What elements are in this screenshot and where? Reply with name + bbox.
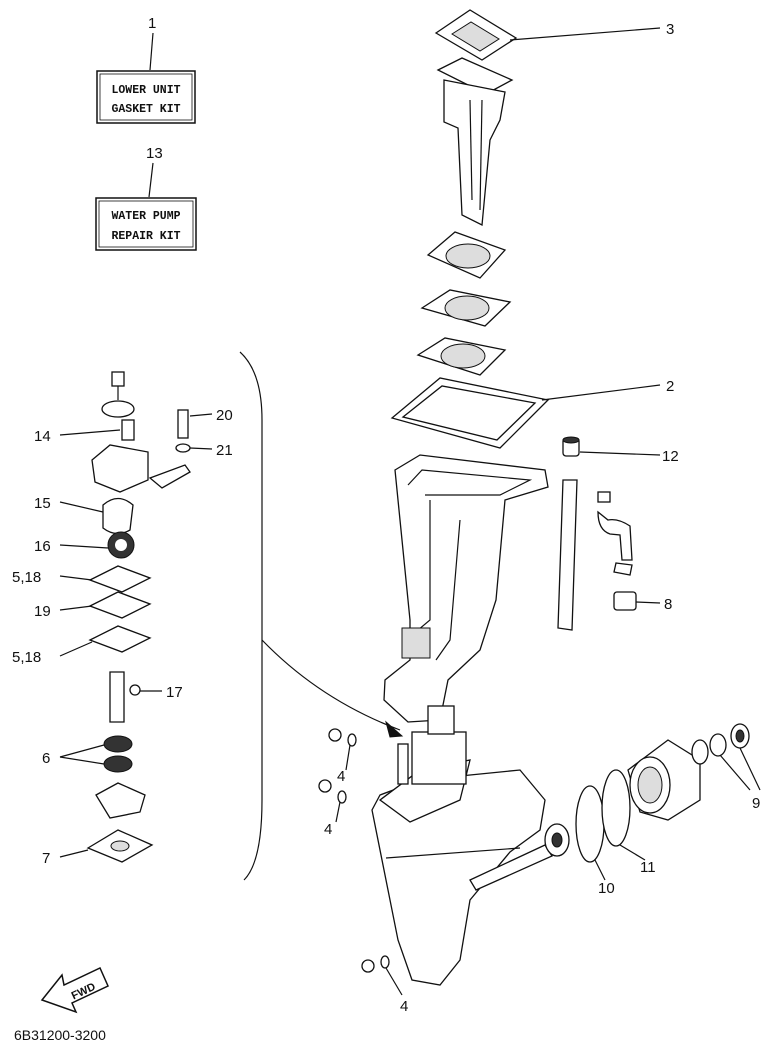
callout-10: 10 — [598, 880, 615, 897]
kit-number-1: 1 — [148, 15, 156, 32]
o-ring-11 — [601, 769, 631, 847]
exhaust-guide-part — [434, 9, 518, 227]
callout-17: 17 — [166, 684, 183, 701]
lower-casing-part — [371, 705, 570, 986]
kit-line-2: GASKET KIT — [111, 103, 180, 116]
callout-21: 21 — [216, 442, 233, 459]
water-pump-group — [86, 371, 191, 863]
callout-9: 9 — [752, 795, 760, 812]
o-ring-10 — [575, 785, 605, 863]
callout-6: 6 — [42, 750, 50, 767]
callout-14: 14 — [34, 428, 51, 445]
group-bracket — [239, 351, 263, 881]
callout-4: 4 — [324, 821, 332, 838]
diagram-code: 6B31200-3200 — [14, 1027, 106, 1043]
callout-11: 11 — [640, 859, 656, 876]
group-arrow — [261, 639, 401, 731]
callout-16: 16 — [34, 538, 51, 555]
callout-15: 15 — [34, 495, 51, 512]
callout-7: 7 — [42, 850, 50, 867]
callout-5-18: 5,18 — [12, 569, 41, 586]
gasket-stack — [390, 231, 550, 449]
callout-4: 4 — [337, 768, 345, 785]
bolts-and-washers — [318, 728, 390, 973]
callout-20: 20 — [216, 407, 233, 424]
callout-4: 4 — [400, 998, 408, 1015]
callout-5-18: 5,18 — [12, 649, 41, 666]
upper-casing-part — [383, 454, 549, 723]
callout-12: 12 — [662, 448, 679, 465]
water-tube — [557, 436, 637, 631]
callout-2: 2 — [666, 378, 674, 395]
kit-number-13: 13 — [146, 145, 163, 162]
callout-labels: 3 2 12 8 9 10 11 4 4 4 14 15 16 5,18 19 … — [12, 21, 760, 1015]
leader-lines — [59, 27, 761, 996]
propeller-shaft-housing — [627, 723, 750, 821]
water-pump-repair-kit-box: 13 WATER PUMP REPAIR KIT — [95, 145, 197, 251]
callout-19: 19 — [34, 603, 51, 620]
lower-unit-gasket-kit-box: 1 LOWER UNIT GASKET KIT — [96, 15, 196, 124]
callout-8: 8 — [664, 596, 672, 613]
kit-line-2: REPAIR KIT — [111, 230, 180, 243]
fwd-arrow: FWD — [40, 966, 109, 1014]
callout-3: 3 — [666, 21, 674, 38]
kit-line-1: LOWER UNIT — [111, 84, 180, 97]
kit-line-1: WATER PUMP — [111, 210, 180, 223]
